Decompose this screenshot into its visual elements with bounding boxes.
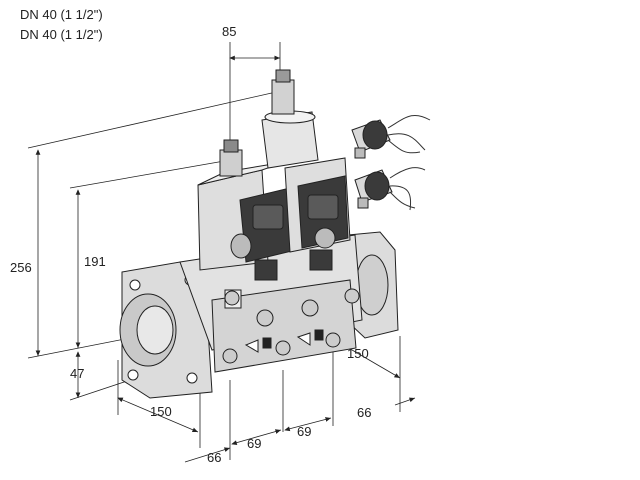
- cable-plug-lower: [354, 167, 426, 211]
- dim-top-offset-label: 85: [222, 24, 236, 39]
- dim-spacing-1-label: 69: [247, 436, 261, 451]
- dim-right-offset-label: 66: [357, 405, 371, 420]
- dim-mid-height-label: 191: [84, 254, 106, 269]
- dim-total-height-label: 256: [10, 260, 32, 275]
- valve-body: [119, 69, 399, 399]
- header-line-2: DN 40 (1 1/2"): [20, 27, 103, 42]
- dim-base-height-label: 47: [70, 366, 84, 381]
- dim-bottom-offset-label: 66: [207, 450, 221, 465]
- dim-spacing-2-label: 69: [297, 424, 311, 439]
- dim-right-depth-label: 150: [347, 346, 369, 361]
- header-line-1: DN 40 (1 1/2"): [20, 7, 103, 22]
- cable-plug-upper: [351, 115, 431, 159]
- dim-left-depth-label: 150: [150, 404, 172, 419]
